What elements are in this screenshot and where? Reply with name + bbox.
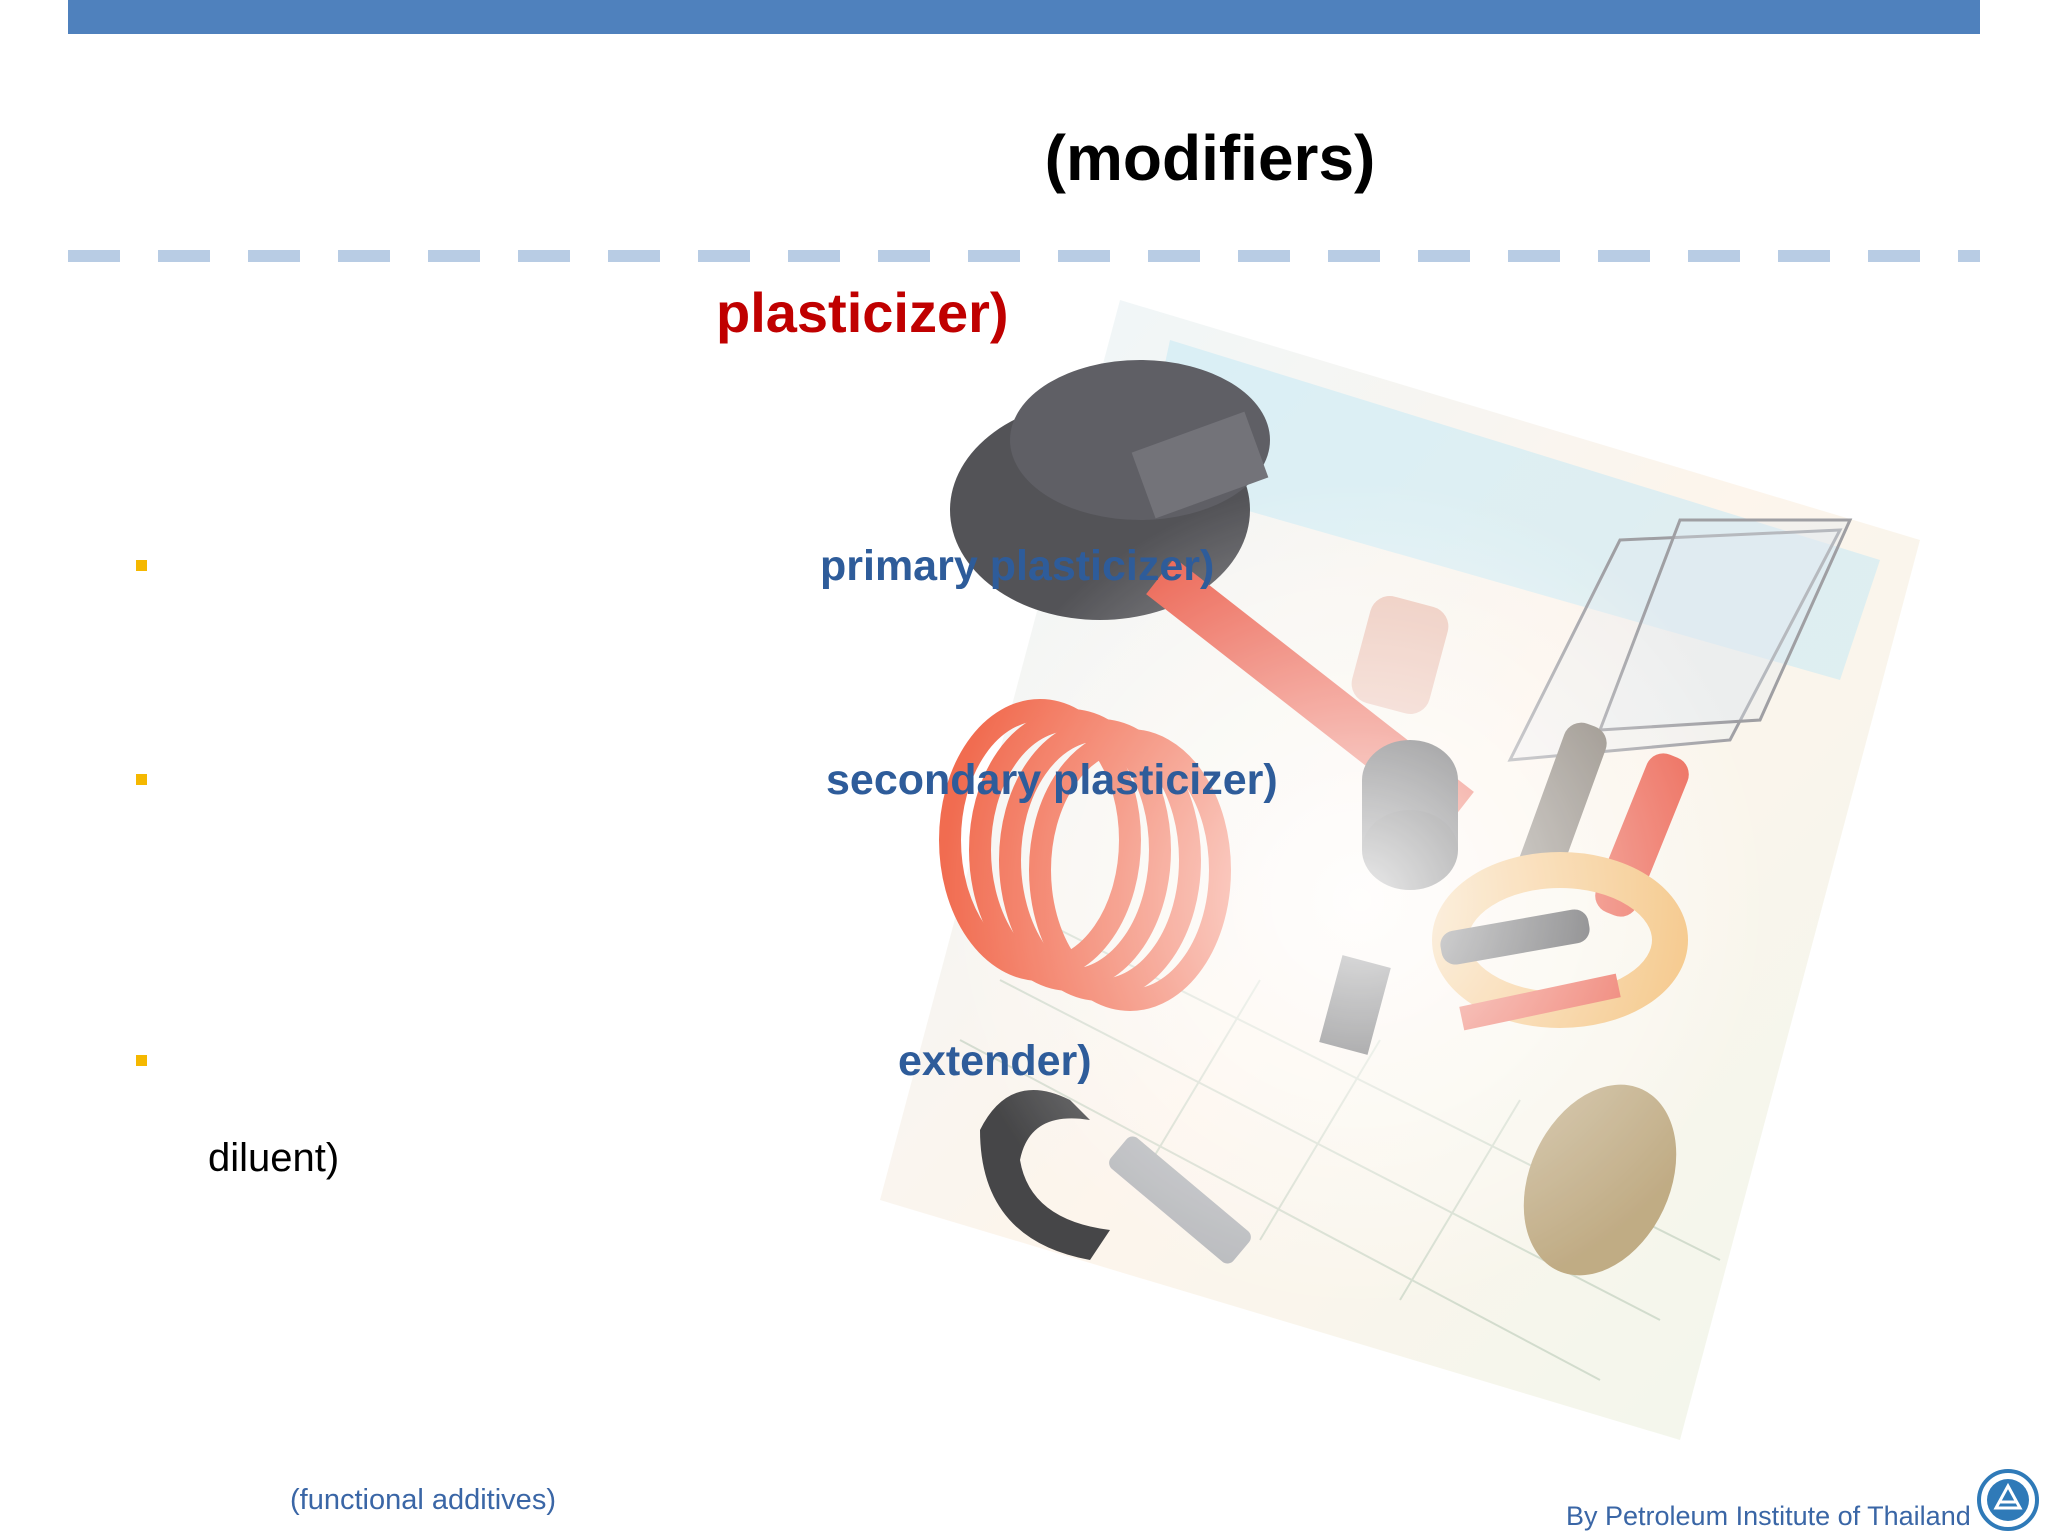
footer-functional-additives: (functional additives) — [290, 1484, 556, 1516]
plastic-parts-photo — [880, 300, 1920, 1440]
petroleum-institute-logo-icon — [1977, 1469, 2039, 1531]
bullet-marker-icon — [136, 774, 147, 785]
footer-credit: By Petroleum Institute of Thailand — [1566, 1501, 1971, 1531]
top-accent-bar — [68, 0, 1980, 34]
bullet-primary-plasticizer: primary plasticizer) — [820, 542, 1215, 590]
bullet-extender: extender) — [898, 1037, 1092, 1085]
bullet-marker-icon — [136, 560, 147, 571]
dashed-divider — [68, 250, 1980, 262]
section-subtitle: plasticizer) — [716, 281, 1009, 344]
bullet-secondary-plasticizer: secondary plasticizer) — [826, 756, 1278, 804]
bullet-marker-icon — [136, 1055, 147, 1066]
slide-title: (modifiers) — [1044, 122, 1376, 194]
diluent-text: diluent) — [208, 1136, 340, 1180]
